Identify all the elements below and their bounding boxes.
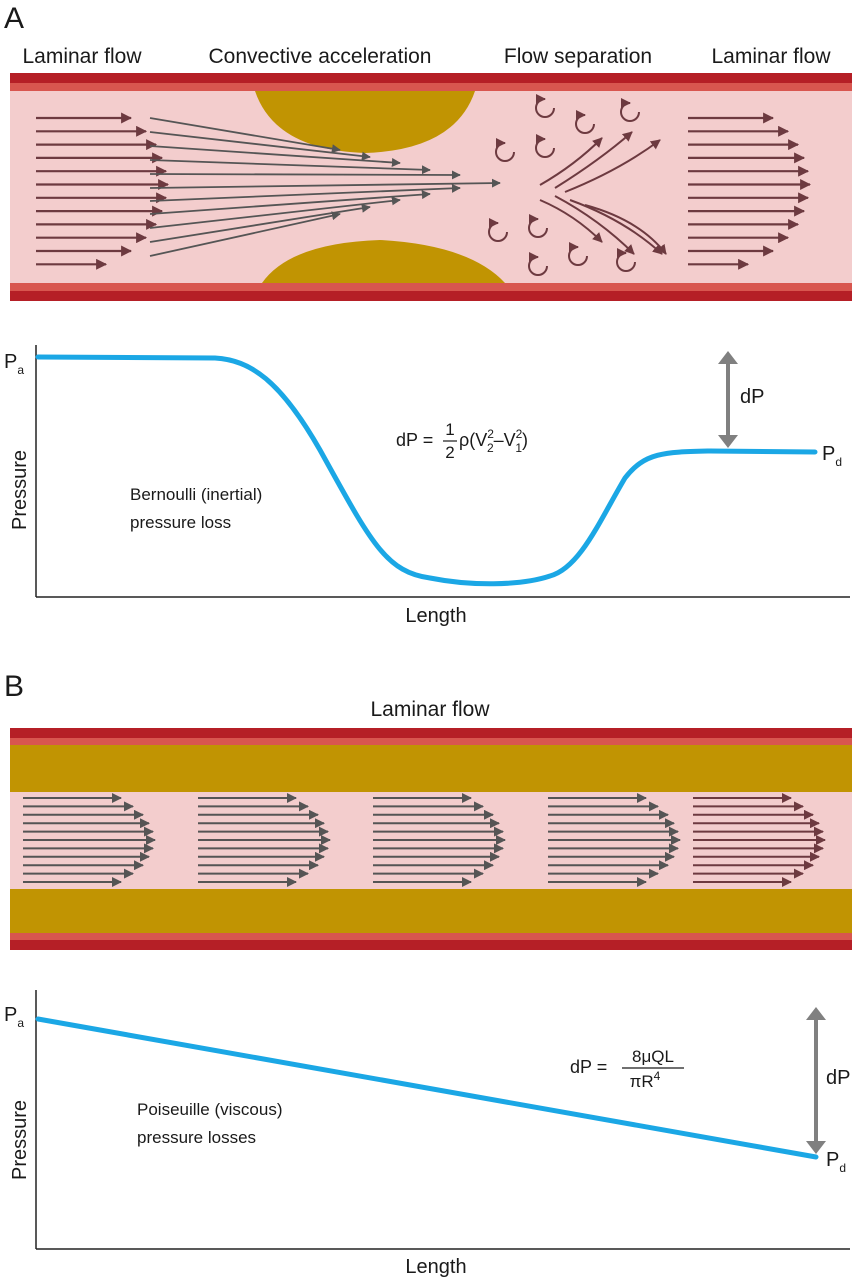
vessel-a-bottom-wall (10, 291, 852, 301)
vessel-b-top-wall (10, 728, 852, 738)
separation-arrow (539, 137, 603, 186)
vortex-icon (495, 138, 515, 162)
bernoulli-note-line2: pressure loss (130, 513, 231, 532)
dp-arrow-b (806, 1007, 826, 1154)
converging-arrow (149, 178, 501, 189)
vortex-icon (620, 98, 640, 122)
dp-label-b: dP (826, 1067, 850, 1089)
svg-text:ρ(V22–V21): ρ(V22–V21) (459, 427, 528, 455)
panel-b-letter: B (4, 670, 24, 703)
converging-arrow (149, 145, 401, 167)
region-label-laminar-right: Laminar flow (711, 45, 831, 68)
vortex-icon (616, 248, 636, 272)
converging-arrow (149, 183, 461, 202)
vortex-icon (535, 94, 555, 118)
pa-label-a: Pa (4, 351, 24, 377)
vessel-b-bottom-wall (10, 940, 852, 950)
poiseuille-note-line2: pressure losses (137, 1128, 256, 1147)
pressure-curve-a (35, 354, 818, 587)
poiseuille-equation: dP = 8μQL πR4 (570, 1047, 684, 1091)
plaque-layer-bottom (10, 889, 852, 933)
separation-arrow (564, 139, 661, 193)
plaque-top (255, 91, 475, 153)
poiseuille-note-line1: Poiseuille (viscous) (137, 1100, 283, 1119)
vessel-b (10, 728, 852, 950)
pressure-plot-b: Pressure Length Pa Pd dP Poiseuille (vis… (4, 990, 850, 1278)
vortex-icon (528, 252, 548, 276)
region-label-convective: Convective acceleration (209, 45, 432, 68)
dp-label-a: dP (740, 386, 764, 408)
vortex-icon (535, 134, 555, 158)
separation-arrow (554, 131, 633, 189)
flow-arrows-a (36, 112, 812, 270)
flow-arrows-b (23, 793, 826, 887)
separation-arrow (569, 199, 663, 255)
vortices (488, 94, 640, 276)
separation-arrow (554, 195, 635, 255)
converging-arrow (149, 196, 401, 229)
dp-arrow-a (718, 351, 738, 448)
converging-arrow (149, 117, 341, 154)
svg-text:8μQL: 8μQL (632, 1047, 674, 1066)
converging-arrow (149, 190, 431, 215)
converging-arrow (149, 131, 371, 161)
vortex-icon (568, 242, 588, 266)
region-label-separation: Flow separation (504, 45, 652, 68)
region-label-laminar-b: Laminar flow (370, 698, 490, 721)
vortex-icon (488, 218, 508, 242)
y-axis-label-a: Pressure (9, 450, 31, 530)
pressure-plot-a: Pressure Length Pa Pd dP Bernoulli (iner… (4, 345, 850, 627)
svg-text:1: 1 (445, 420, 454, 439)
plaque-bottom (262, 240, 505, 283)
vessel-a (10, 73, 852, 301)
vessel-a-top-wall (10, 73, 852, 83)
pressure-curve-b (35, 1016, 819, 1160)
separation-arrow (584, 204, 667, 255)
panel-a-letter: A (4, 2, 24, 35)
x-axis-label-b: Length (405, 1256, 466, 1278)
converging-arrow (149, 211, 341, 257)
vortex-icon (575, 110, 595, 134)
y-axis-label-b: Pressure (9, 1100, 31, 1180)
svg-text:dP =: dP = (396, 430, 433, 450)
converging-arrow (149, 159, 431, 175)
svg-text:dP =: dP = (570, 1057, 607, 1077)
pd-label-b: Pd (826, 1149, 846, 1175)
vortex-icon (528, 214, 548, 238)
svg-text:2: 2 (445, 443, 454, 462)
converging-arrow (149, 170, 461, 180)
bernoulli-note-line1: Bernoulli (inertial) (130, 485, 262, 504)
x-axis-label-a: Length (405, 605, 466, 627)
svg-text:πR4: πR4 (630, 1069, 661, 1091)
pa-label-b: Pa (4, 1004, 24, 1030)
separation-arrow (539, 199, 603, 243)
plaque-layer-top (10, 745, 852, 792)
pd-label-a: Pd (822, 443, 842, 469)
region-label-laminar-left: Laminar flow (22, 45, 142, 68)
